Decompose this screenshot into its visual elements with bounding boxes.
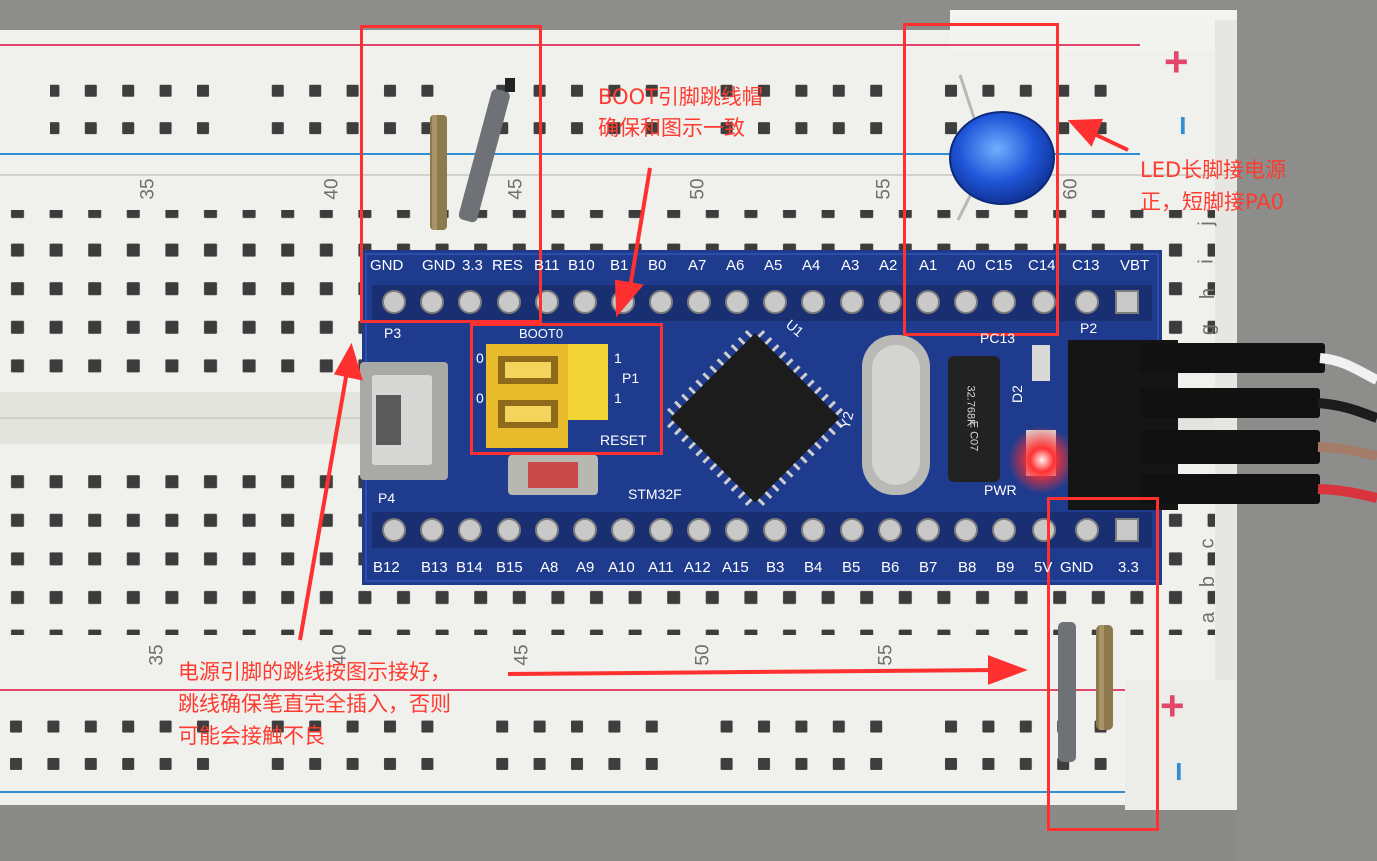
boot-annotation-line2: 确保和图示一致 (598, 116, 745, 140)
pin-label-top: A5 (764, 257, 783, 274)
pin-label-top: GND (422, 257, 456, 274)
highlight-led (903, 23, 1059, 336)
pin-label-bottom: B12 (373, 559, 400, 576)
pin-label-top: C13 (1072, 257, 1100, 274)
pin-label-top: A0 (957, 257, 976, 274)
column-number-bottom: 45 (511, 644, 533, 666)
highlight-boot-jumper (470, 323, 663, 455)
boot-annotation-line1: BOOT引脚跳线帽 (598, 85, 763, 109)
pin-label-top: VBT (1120, 257, 1150, 274)
column-number-top: 35 (137, 178, 159, 200)
column-number-bottom: 35 (146, 644, 168, 666)
pin-label-bottom: B4 (804, 559, 823, 576)
pin-label-bottom: B3 (766, 559, 785, 576)
row-letter: b (1197, 575, 1220, 588)
jumper-1-top: 1 (614, 350, 622, 366)
row-letter: h (1197, 287, 1220, 300)
power-annotation-line2: 跳线确保笔直完全插入，否则 (178, 692, 451, 716)
pin-label-bottom: B13 (421, 559, 448, 576)
pin-label-top: A3 (841, 257, 860, 274)
header-label-p3: P3 (384, 325, 402, 341)
pin-label-bottom: B7 (919, 559, 938, 576)
pc13-label: PC13 (980, 330, 1016, 346)
boot-label: BOOT0 (519, 326, 564, 341)
highlight-power-pins-bottom (1047, 497, 1159, 831)
column-number-top: 60 (1060, 178, 1082, 200)
highlight-power-pins-top (360, 25, 542, 323)
rail-plus-top: + (1164, 38, 1189, 85)
pin-label-top: A6 (726, 257, 745, 274)
pin-label-bottom: B14 (456, 559, 483, 576)
pin-label-bottom: 3.3 (1118, 559, 1139, 576)
header-label-p4: P4 (378, 490, 396, 506)
rail-plus-bottom: + (1160, 682, 1185, 729)
jumper-label-p1: P1 (622, 370, 640, 386)
pin-label-bottom: A8 (540, 559, 559, 576)
column-number-top: 55 (873, 178, 895, 200)
column-number-bottom: 50 (692, 644, 714, 666)
pin-label-bottom: A10 (608, 559, 635, 576)
pin-label-bottom: A15 (722, 559, 749, 576)
column-number-top: 45 (505, 178, 527, 200)
column-number-bottom: 55 (875, 644, 897, 666)
pin-label-top: A2 (879, 257, 898, 274)
pin-label-top: A4 (802, 257, 821, 274)
led-annotation-line1: LED长脚接电源 (1140, 158, 1287, 182)
jumper-1-bottom: 1 (614, 390, 622, 406)
header-label-p2: P2 (1080, 320, 1098, 336)
pin-label-bottom: B6 (881, 559, 900, 576)
rail-minus-top: − (1163, 115, 1202, 136)
column-number-top: 50 (687, 178, 709, 200)
power-annotation-line3: 可能会接触不良 (178, 724, 325, 748)
pin-label-top: C15 (985, 257, 1013, 274)
jumper-0-top: 0 (476, 350, 484, 366)
pin-label-bottom: B15 (496, 559, 523, 576)
pin-label-bottom: GND (1060, 559, 1094, 576)
reset-label: RESET (600, 432, 647, 448)
row-letter: g (1197, 323, 1220, 336)
pin-label-top: B0 (648, 257, 667, 274)
pin-label-bottom: 5V (1034, 559, 1053, 576)
pin-label-top: B11 (534, 257, 560, 274)
pin-label-top: B10 (568, 257, 595, 274)
pin-label-top: GND (370, 257, 404, 274)
crystal-marking-2: E C07 (967, 420, 980, 452)
column-number-top: 40 (321, 178, 343, 200)
pin-label-top: A1 (919, 257, 938, 274)
pwr-label: PWR (984, 482, 1017, 498)
pin-label-top: C14 (1028, 257, 1056, 274)
row-letter: c (1196, 538, 1219, 549)
pin-label-top: A7 (688, 257, 707, 274)
d2-label: D2 (1008, 385, 1025, 403)
row-letter: j (1195, 221, 1218, 226)
rail-minus-bottom: − (1159, 761, 1198, 782)
pin-label-top: RES (492, 257, 523, 274)
pin-label-bottom: B5 (842, 559, 861, 576)
pin-label-bottom: A9 (576, 559, 595, 576)
pin-label-bottom: A11 (648, 559, 674, 576)
pin-label-bottom: B8 (958, 559, 977, 576)
jumper-0-bottom: 0 (476, 390, 484, 406)
led-annotation-line2: 正，短脚接PA0 (1140, 190, 1285, 214)
chip-label: STM32F (628, 486, 682, 502)
power-annotation-line1: 电源引脚的跳线按图示接好， (178, 660, 451, 684)
pin-label-bottom: A12 (684, 559, 711, 576)
pin-label-bottom: B9 (996, 559, 1015, 576)
pin-label-top: 3.3 (462, 257, 483, 274)
row-letter: i (1195, 259, 1218, 264)
row-letter: a (1197, 611, 1220, 624)
pin-label-top: B1 (610, 257, 629, 274)
